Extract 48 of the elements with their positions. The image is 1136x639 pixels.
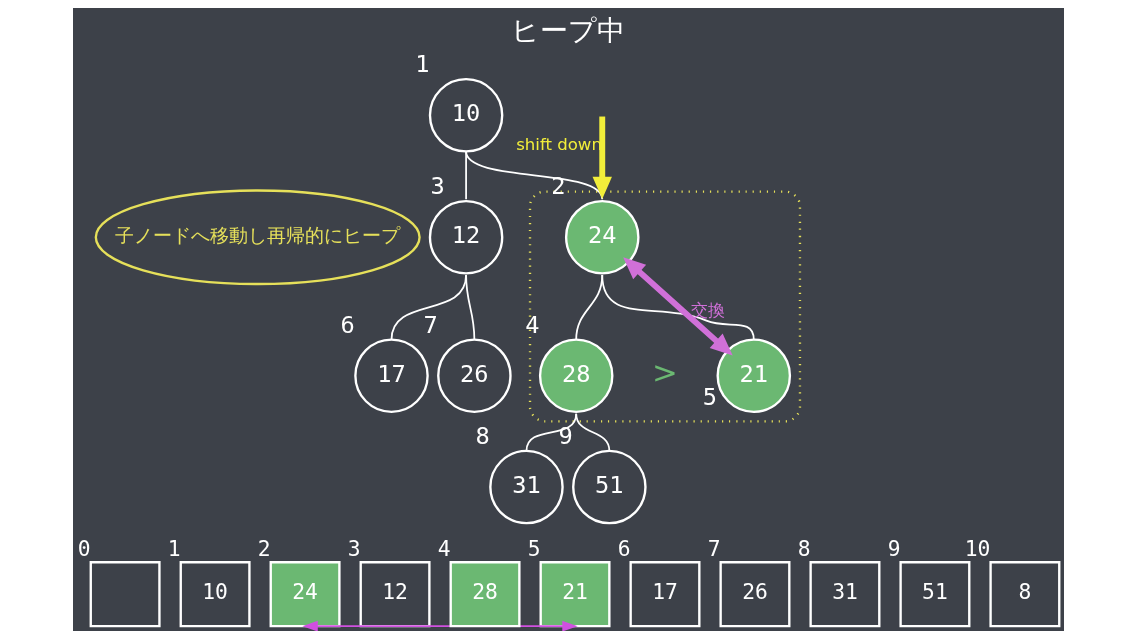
node-label: 4 — [437, 535, 451, 561]
node-box: 24 — [269, 561, 341, 628]
node-circle: 10 — [428, 77, 503, 153]
node-box: 21 — [539, 561, 611, 628]
node-label: 2 — [257, 535, 271, 561]
node-label: 9 — [887, 535, 901, 561]
node-circle: 24 — [564, 199, 640, 275]
node-box: 26 — [718, 561, 790, 628]
connector — [574, 412, 610, 452]
node-box: 28 — [449, 561, 521, 628]
node-box: 17 — [628, 561, 700, 628]
connector — [464, 150, 603, 201]
node-label: 1 — [167, 535, 181, 561]
node-circle: 12 — [428, 199, 503, 275]
connector — [600, 274, 755, 341]
node-circle: 51 — [571, 449, 647, 525]
diagram-title: ヒープ中 — [511, 14, 625, 48]
node-label: 3 — [347, 535, 361, 561]
node-circle: 31 — [488, 449, 564, 525]
arrow — [592, 116, 612, 199]
node-label: 6 — [340, 310, 355, 339]
node-label: 10 — [964, 535, 990, 561]
node-circle: 28 — [538, 338, 613, 414]
node-label: 5 — [527, 535, 541, 561]
connector — [464, 150, 467, 201]
arrow — [622, 257, 733, 356]
node-label: 4 — [524, 310, 540, 339]
node-label: 7 — [422, 310, 438, 339]
node-label: 5 — [702, 382, 717, 411]
node-label: 6 — [617, 535, 631, 561]
node-label: 1 — [414, 50, 429, 79]
node-box: 31 — [808, 561, 880, 628]
node-box: 8 — [988, 561, 1060, 628]
node-circle: 17 — [353, 338, 429, 414]
node-label: 8 — [475, 421, 490, 450]
node-box: 51 — [898, 561, 970, 628]
node-box: 12 — [359, 561, 431, 628]
node-box — [89, 561, 161, 628]
node-label: 0 — [77, 535, 91, 561]
node-label: 8 — [797, 535, 811, 561]
label: > — [651, 354, 678, 391]
node-circle: 26 — [436, 338, 512, 414]
connector — [464, 274, 475, 341]
node-label: 7 — [707, 535, 721, 561]
node-ellipse: 子ノードへ移動し再帰的にヒープ — [94, 189, 421, 286]
node-box: 10 — [179, 561, 251, 628]
node-label: 3 — [430, 172, 445, 200]
node-circle: 21 — [716, 338, 791, 414]
